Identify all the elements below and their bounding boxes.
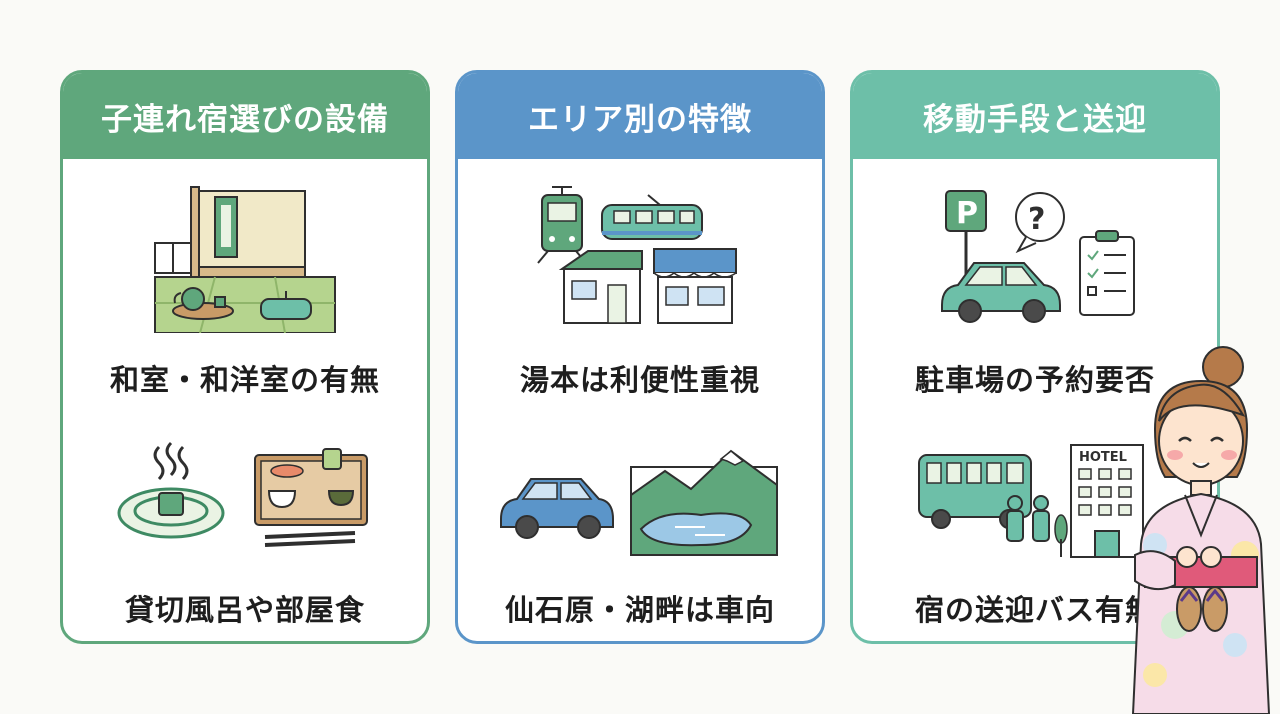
shuttle-bus-hotel-icon: HOTEL [918, 444, 1144, 558]
item-label: 貸切風呂や部屋食 [124, 593, 365, 627]
item-label: 和室・和洋室の有無 [109, 363, 380, 397]
card-title-transport: 移動手段と送迎 [853, 73, 1217, 159]
onsen-and-meal-icon [117, 441, 368, 547]
hotel-sign: HOTEL [1079, 450, 1127, 465]
car-and-lake-icon [500, 449, 778, 556]
item-label: 宿の送迎バス有無 [914, 593, 1155, 627]
card-title-areas: エリア別の特徴 [458, 73, 822, 159]
svg-text:P: P [956, 196, 978, 231]
item-label: 仙石原・湖畔は車向 [504, 593, 775, 627]
parking-question-icon: P ? [941, 190, 1135, 323]
yukata-girl-illustration [1131, 346, 1271, 714]
card-title-facilities: 子連れ宿選びの設備 [63, 73, 427, 159]
card-facilities: 子連れ宿選びの設備 和室・和洋室の有無 [60, 70, 430, 644]
item-label: 駐車場の予約要否 [914, 363, 1155, 397]
svg-text:?: ? [1028, 202, 1045, 237]
japanese-room-icon [154, 183, 336, 333]
card-areas: エリア別の特徴 湯本は利便 [455, 70, 825, 644]
card-transport: 移動手段と送迎 P ? 駐車場の予約要否 [850, 70, 1220, 644]
train-and-shops-icon [537, 186, 737, 324]
item-label: 湯本は利便性重視 [519, 363, 760, 397]
